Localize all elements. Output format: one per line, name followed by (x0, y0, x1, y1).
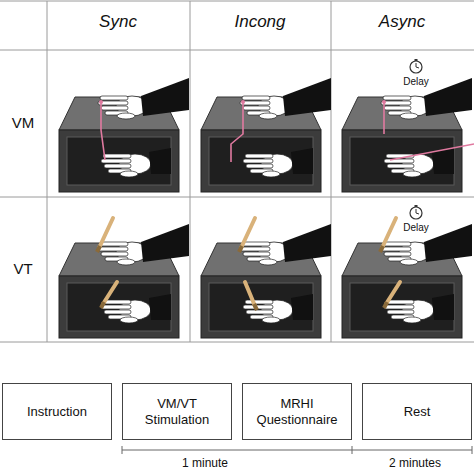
vm-incong-rig (201, 78, 331, 192)
vt-sync-rig (59, 218, 189, 338)
vt-incong-rig (201, 218, 331, 338)
vt-async-rig (342, 205, 472, 338)
process-box: MRHI Questionnaire (242, 383, 352, 440)
column-header: Async (379, 12, 425, 32)
table-grid (0, 1, 474, 342)
duration-label: 2 minutes (389, 456, 441, 470)
row-header: VM (12, 114, 35, 131)
box-text: VM/VT Stimulation (135, 396, 219, 428)
box-text: Instruction (27, 404, 87, 420)
process-box: Instruction (2, 383, 112, 440)
time-axis (122, 446, 472, 454)
delay-note: Delay (403, 222, 429, 233)
process-box: VM/VT Stimulation (122, 383, 232, 440)
duration-label: 1 minute (182, 456, 228, 470)
delay-note: Delay (403, 76, 429, 87)
box-text: MRHI Questionnaire (255, 396, 339, 428)
column-header: Incong (234, 12, 285, 32)
vm-sync-rig (59, 78, 189, 192)
vm-async-rig (342, 59, 474, 192)
process-box: Rest (362, 383, 472, 440)
row-header: VT (13, 260, 32, 277)
column-header: Sync (99, 12, 137, 32)
box-text: Rest (404, 404, 431, 420)
